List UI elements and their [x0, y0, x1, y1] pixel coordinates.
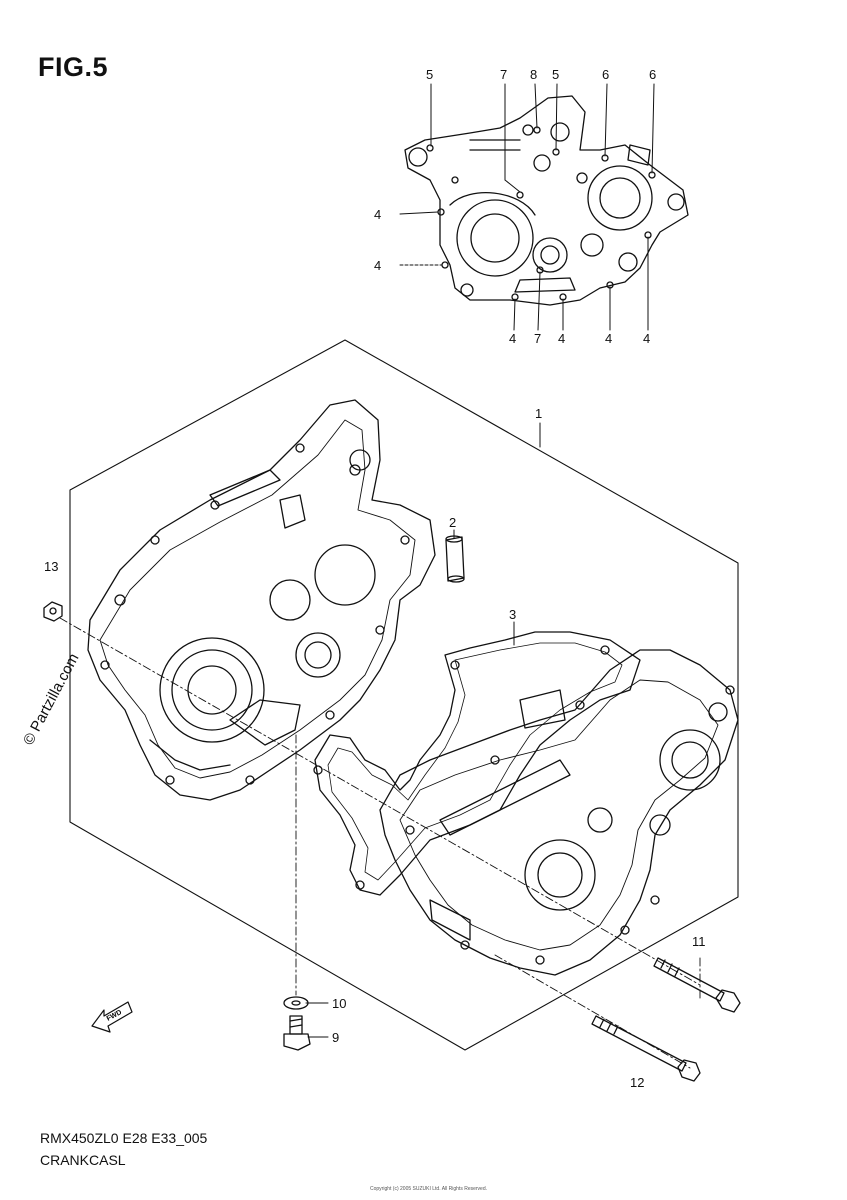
alignment-lines: [59, 617, 701, 1069]
inset-leaders: [399, 83, 655, 331]
callout-label: 4: [374, 207, 382, 222]
washer-10: [283, 996, 309, 1010]
callout-label: 10: [332, 996, 347, 1011]
callout-label: 4: [374, 258, 382, 273]
part-leaders: [305, 422, 541, 1038]
left-crankcase: [87, 399, 436, 801]
callout-label: 4: [558, 331, 566, 346]
callout-label: 13: [44, 559, 59, 574]
callout-label: 9: [332, 1030, 340, 1045]
bolt-11: [653, 957, 741, 1013]
callout-label: 3: [509, 607, 517, 622]
callout-label: 5: [552, 67, 560, 82]
bolt-9: [283, 1015, 311, 1051]
gasket: [313, 631, 641, 896]
callout-label: 5: [426, 67, 434, 82]
plug-13: [43, 601, 63, 622]
callout-label: 12: [630, 1075, 645, 1090]
figure-title: FIG.5: [38, 52, 109, 82]
copyright-credit: Copyright (c) 2005 SUZUKI Ltd. All Right…: [370, 1186, 487, 1192]
callout-label: 4: [509, 331, 517, 346]
fwd-arrow-icon: [91, 1001, 133, 1033]
callout-label: 1: [535, 406, 543, 421]
callout-label: 6: [649, 67, 657, 82]
callout-label: 8: [530, 67, 538, 82]
callout-label: 2: [449, 515, 457, 530]
figure-code: RMX450ZL0 E28 E33_005: [40, 1130, 208, 1146]
callout-label: 4: [643, 331, 651, 346]
assembly-frame: [69, 339, 739, 1051]
callout-label: 4: [605, 331, 613, 346]
dowel-pin: [445, 535, 465, 583]
callout-label: 7: [534, 331, 542, 346]
inset-crankcase-outline: [404, 95, 689, 306]
right-crankcase: [379, 649, 739, 976]
callout-label: 11: [692, 934, 706, 949]
bolt-12: [591, 1015, 701, 1082]
figure-name: CRANKCASL: [40, 1152, 126, 1168]
callout-label: 7: [500, 67, 508, 82]
callout-label: 6: [602, 67, 610, 82]
